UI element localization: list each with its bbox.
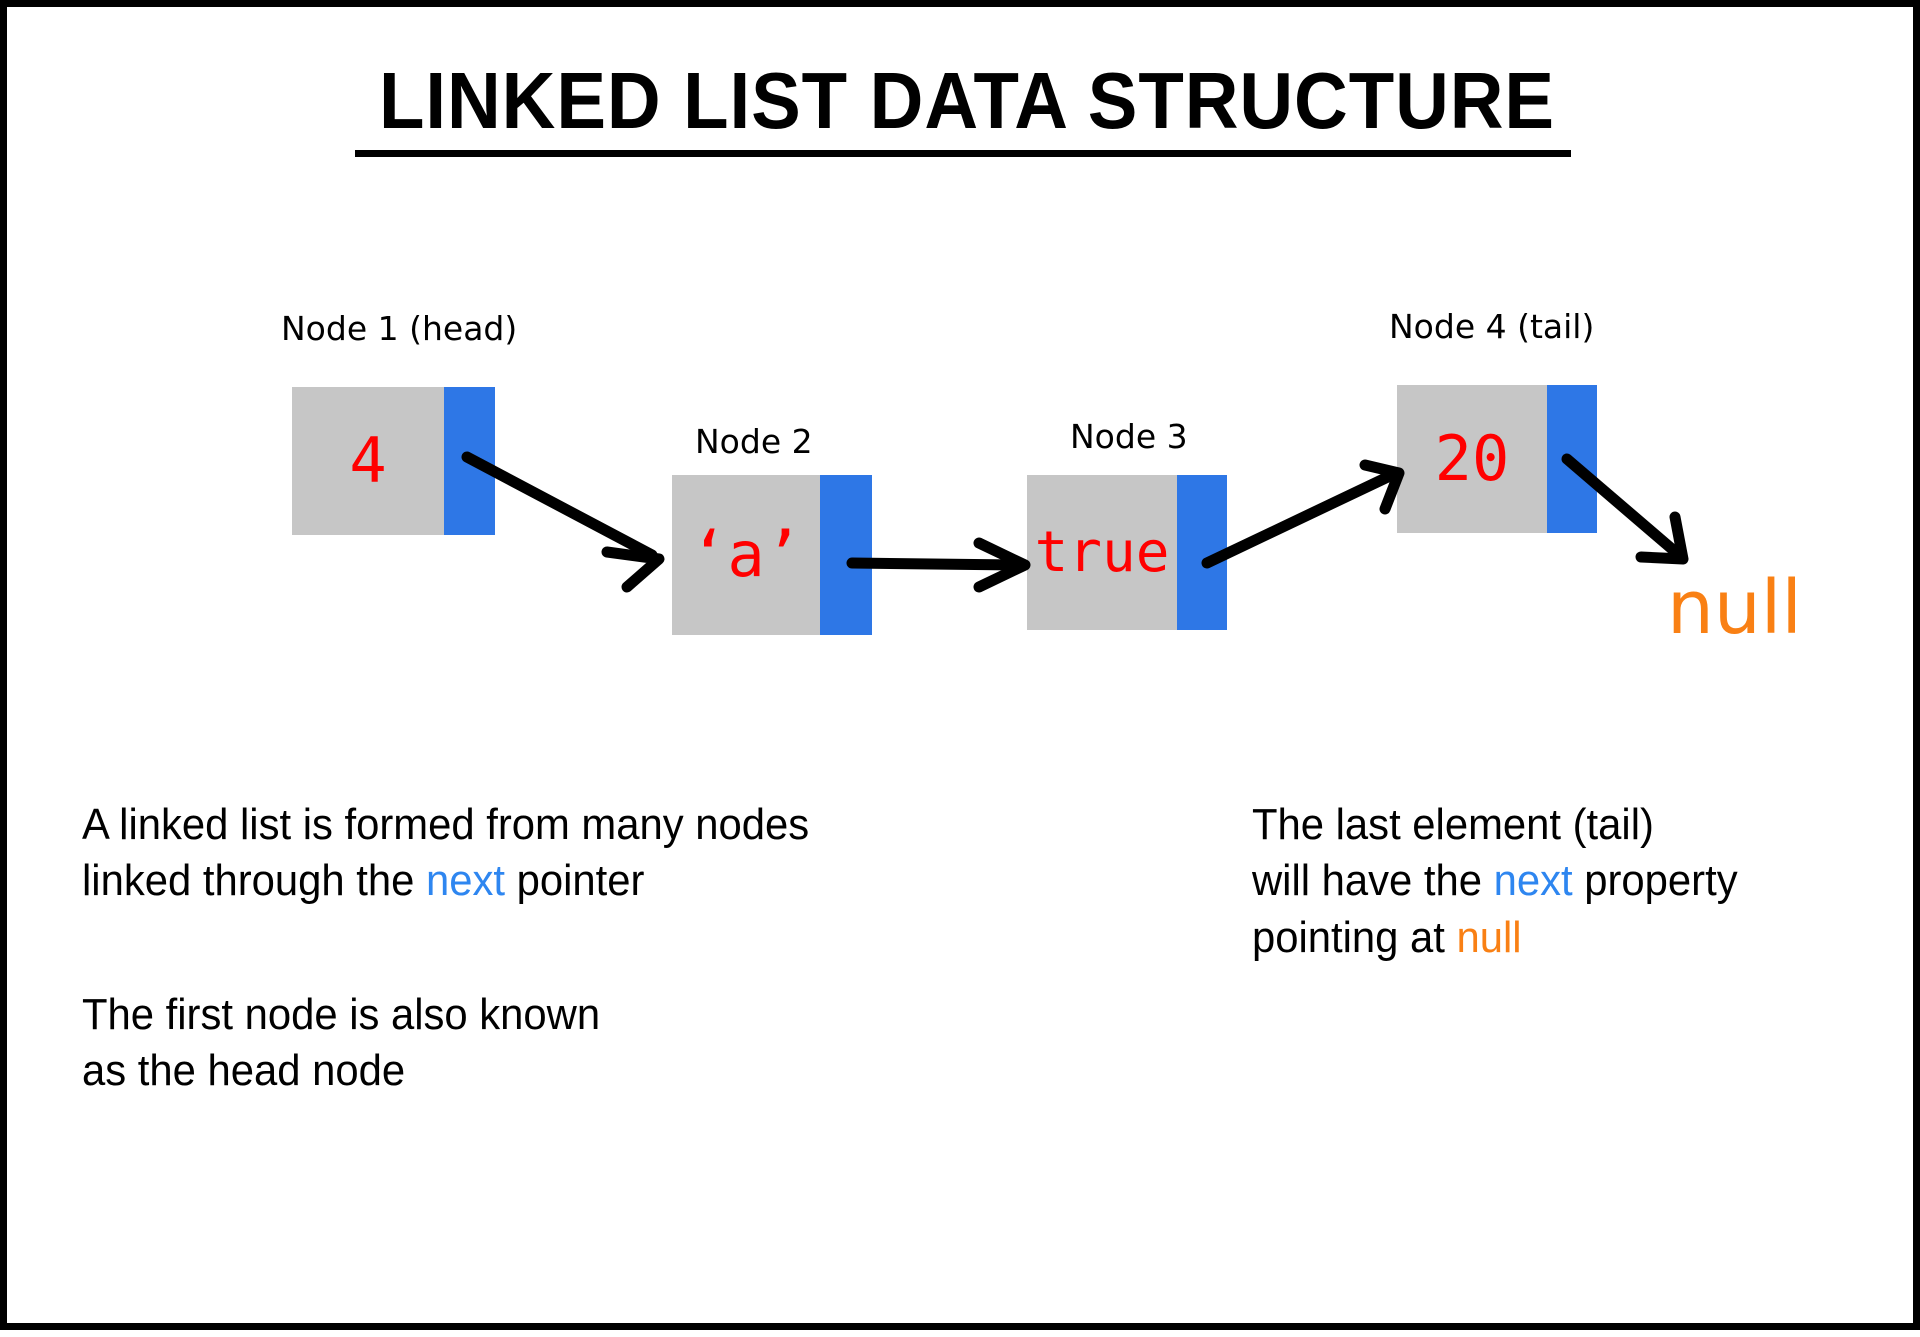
- node-1-data-cell: 4: [292, 387, 444, 535]
- page-title: LINKED LIST DATA STRUCTURE: [379, 56, 1555, 145]
- node-2[interactable]: ‘a’: [672, 475, 872, 635]
- arrow-node3-to-node4: [1201, 459, 1405, 569]
- node-2-value: ‘a’: [690, 518, 802, 591]
- node-4-value: 20: [1434, 422, 1510, 495]
- node-2-data-cell: ‘a’: [672, 475, 820, 635]
- note-right-line2-pre: will have the: [1252, 856, 1494, 906]
- note-right-line1: The last element (tail): [1252, 800, 1654, 849]
- note-left-p1-line2-pre: linked through the: [82, 856, 426, 906]
- node-1-value: 4: [349, 424, 387, 497]
- arrow-node2-to-node3: [846, 537, 1031, 593]
- node-label-2: Node 2: [695, 422, 813, 461]
- node-3-value: true: [1034, 519, 1170, 585]
- note-right-line3-pre: pointing at: [1252, 912, 1457, 962]
- note-left-paragraph-2: The first node is also known as the head…: [82, 987, 1032, 1100]
- node-4-data-cell: 20: [1397, 385, 1547, 533]
- title-underline: [355, 150, 1571, 157]
- note-right-line2: will have the next property: [1252, 853, 1917, 909]
- keyword-null: null: [1456, 912, 1522, 962]
- arrow-node1-to-node2: [461, 451, 665, 593]
- node-2-next-pointer[interactable]: [820, 475, 872, 635]
- note-left-paragraph-1: A linked list is formed from many nodes …: [82, 797, 1032, 910]
- node-4[interactable]: 20: [1397, 385, 1597, 533]
- note-right-paragraph: The last element (tail) will have the ne…: [1252, 797, 1917, 966]
- node-1[interactable]: 4: [292, 387, 495, 535]
- node-3-next-pointer[interactable]: [1177, 475, 1227, 630]
- arrow-layer: [461, 451, 1689, 593]
- note-right-line2-post: property: [1572, 856, 1738, 906]
- node-label-3: Node 3: [1070, 417, 1188, 456]
- node-label-1: Node 1 (head): [281, 309, 518, 348]
- note-left-p1-line2-post: pointer: [504, 856, 645, 906]
- note-left-p1-line2: linked through the next pointer: [82, 853, 1032, 909]
- node-1-next-pointer[interactable]: [444, 387, 495, 535]
- note-left-p1-line1: A linked list is formed from many nodes: [82, 800, 810, 849]
- node-3-data-cell: true: [1027, 475, 1177, 630]
- keyword-next: next: [425, 856, 505, 906]
- keyword-next: next: [1493, 856, 1573, 906]
- note-left-p2-line1: The first node is also known: [82, 990, 601, 1039]
- node-label-4: Node 4 (tail): [1389, 307, 1595, 346]
- null-terminator-label: null: [1667, 565, 1802, 651]
- note-right-line3: pointing at null: [1252, 910, 1917, 966]
- note-left-p2-line2: as the head node: [82, 1046, 406, 1096]
- node-4-next-pointer[interactable]: [1547, 385, 1597, 533]
- node-3[interactable]: true: [1027, 475, 1227, 630]
